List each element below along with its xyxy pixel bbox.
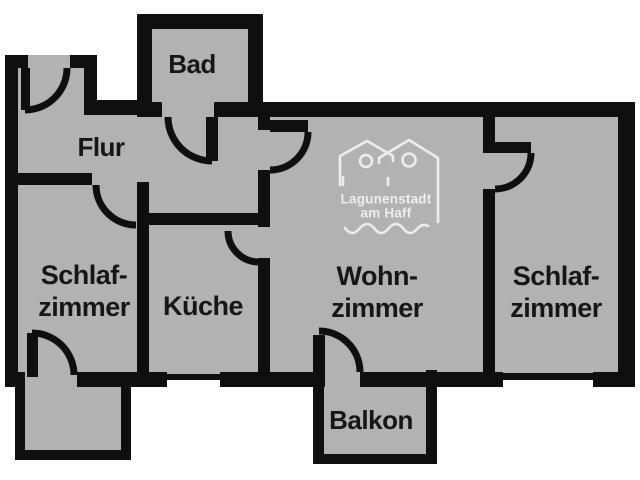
wall-divider-right-upper <box>483 117 495 142</box>
door-leaf-balkon <box>313 335 325 377</box>
wall-kueche-east-lower <box>258 258 270 372</box>
wall-bad-left <box>137 14 152 115</box>
wall-bad-right <box>248 14 263 117</box>
room-label-bad-text: Bad <box>168 49 216 79</box>
room-label-kueche: Küche <box>162 290 244 322</box>
doors <box>21 67 535 377</box>
wall-divider-right-lower <box>483 189 495 372</box>
wall-flur-wohnzimmer-jog <box>270 120 308 132</box>
door-arc-schlafzimmer-left <box>92 184 137 229</box>
room-label-schlafzimmer-right: Schlaf- zimmer <box>510 261 602 323</box>
wall-flur-bottom <box>149 213 258 225</box>
wall-flur-wohnzimmer-stub <box>258 117 270 130</box>
wall-bottom-e <box>593 372 635 387</box>
floor-terrace <box>18 380 126 460</box>
floor-main-section <box>97 110 628 380</box>
wall-outer-left <box>5 55 18 375</box>
door-arc-flur-wohnzimmer <box>269 131 312 174</box>
door-arc-schlafzimmer-right <box>494 152 535 193</box>
wall-terrace-bottom <box>15 450 131 460</box>
windows <box>167 373 593 380</box>
wall-outer-top <box>248 102 635 117</box>
wall-divider-right-jog <box>483 142 531 153</box>
wall-bad-bottom-a <box>137 102 162 117</box>
logo-window-left <box>358 153 374 169</box>
wall-kueche-east-upper <box>258 170 270 227</box>
door-leaf-bad <box>206 117 218 161</box>
door-arc-balkon <box>318 327 364 373</box>
wall-balkon-left <box>313 377 324 464</box>
room-label-bad: Bad <box>168 49 216 79</box>
door-arc-kueche <box>224 230 259 266</box>
wall-balkon-bottom <box>313 454 437 464</box>
wall-divider-schlaf-kueche <box>137 182 149 372</box>
wall-bad-bottom-b <box>214 102 248 117</box>
wall-schlafzimmer-left-top <box>12 173 92 185</box>
logo-house-left <box>338 139 395 187</box>
room-label-schlafzimmer-left: Schlaf- zimmer <box>38 260 130 322</box>
wall-terrace-left <box>15 383 25 460</box>
logo-subtitle: am Haff <box>360 205 412 221</box>
floor-balkon <box>316 380 434 464</box>
room-label-kueche-text: Küche <box>162 291 244 321</box>
door-arc-entry <box>24 67 71 114</box>
logo-houses-icon <box>338 138 440 224</box>
wall-balkon-right <box>426 370 437 464</box>
logo-house-right <box>377 138 440 224</box>
room-label-balkon: Balkon <box>329 405 413 435</box>
door-arc-terrace <box>31 329 78 376</box>
door-leaf-entry <box>21 68 30 110</box>
logo-title: Lagunenstadt <box>340 191 432 207</box>
logo-window-right <box>401 152 417 168</box>
floor-bad <box>145 22 255 117</box>
room-label-balkon-text: Balkon <box>329 405 413 435</box>
room-label-wohnzimmer: Wohn- zimmer <box>331 261 423 323</box>
wall-notch-bottom <box>84 100 152 115</box>
room-label-flur: Flur <box>77 132 125 162</box>
wall-bottom-c <box>220 372 325 387</box>
window-schlafzimmer-right <box>503 373 593 380</box>
wall-bad-top <box>137 14 263 29</box>
wall-outer-right <box>618 102 635 387</box>
window-kueche <box>167 374 220 380</box>
wall-bottom-b <box>77 372 167 387</box>
room-label-flur-text: Flur <box>77 132 125 162</box>
wall-top-left-a <box>5 55 28 68</box>
door-leaf-terrace <box>27 333 38 377</box>
wall-terrace-right <box>121 387 131 460</box>
door-arc-bad <box>164 116 213 165</box>
logo-waves-icon <box>343 222 430 235</box>
walls <box>5 14 635 464</box>
